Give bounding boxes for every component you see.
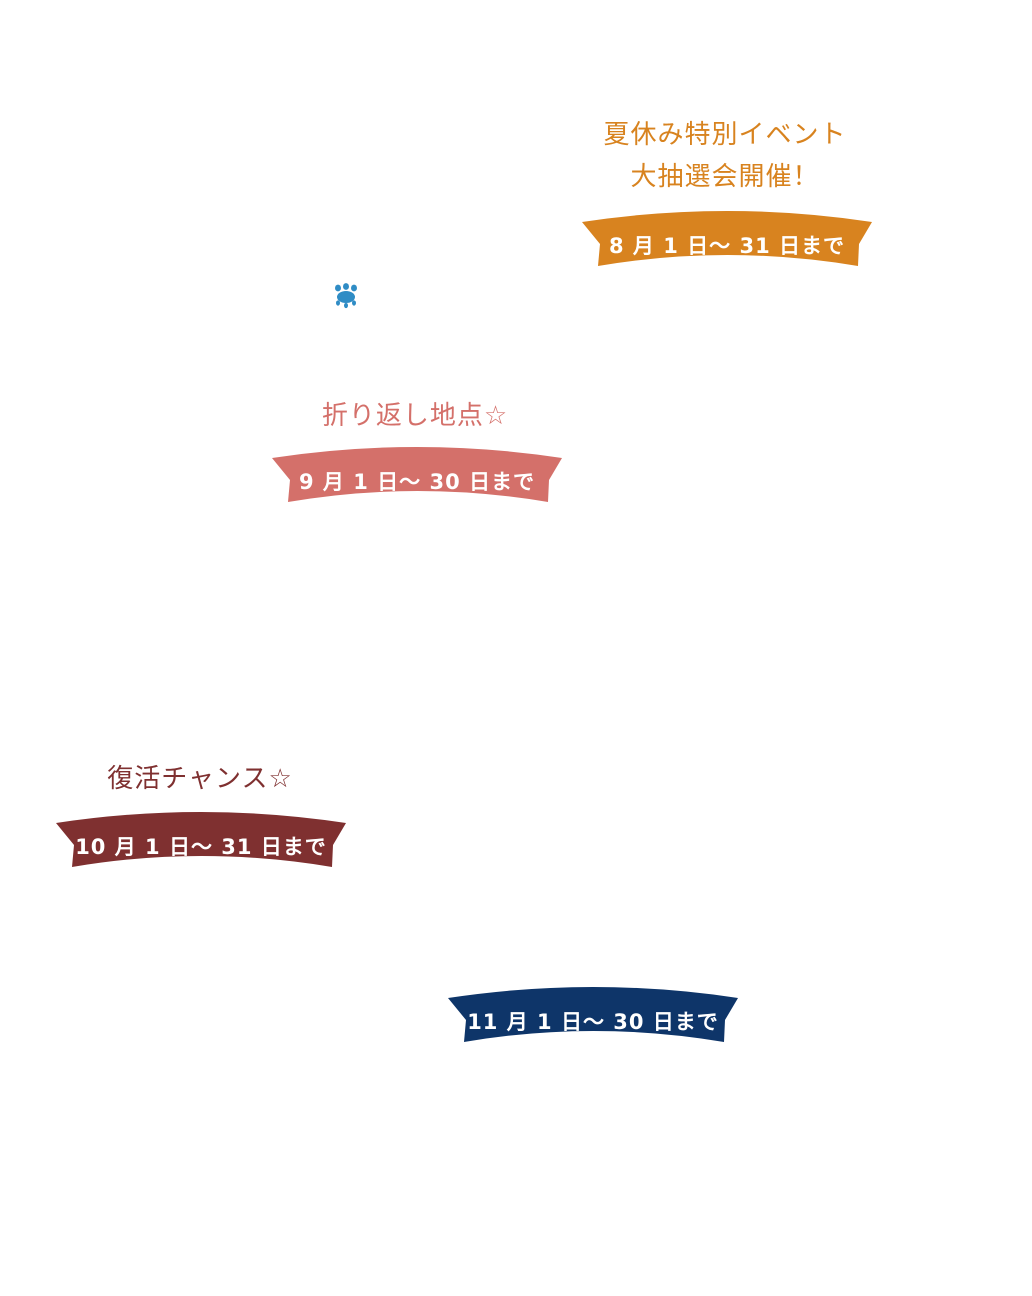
september-date-ribbon: 9 月 1 日〜 30 日まで bbox=[272, 446, 562, 504]
ribbon-shape bbox=[272, 447, 562, 502]
october-date-ribbon: 10 月 1 日〜 31 日まで bbox=[56, 811, 346, 869]
ribbon-shape bbox=[448, 987, 738, 1042]
august-date-label: 8 月 1 日〜 31 日まで bbox=[608, 234, 845, 258]
october-date-label: 10 月 1 日〜 31 日まで bbox=[75, 835, 327, 859]
august-caption-line2: 大抽選会開催！ bbox=[630, 162, 820, 192]
october-caption-text: 復活チャンス☆ bbox=[107, 764, 293, 794]
paw-print-icon bbox=[332, 283, 360, 313]
september-caption-text: 折り返し地点☆ bbox=[321, 401, 509, 431]
november-date-ribbon: 11 月 1 日〜 30 日まで bbox=[448, 986, 738, 1044]
august-caption-line1: 夏休み特別イベント bbox=[603, 120, 847, 150]
ribbon-shape bbox=[582, 211, 872, 266]
august-caption: 夏休み特別イベント 大抽選会開催！ bbox=[560, 114, 890, 198]
november-date-label: 11 月 1 日〜 30 日まで bbox=[467, 1010, 719, 1034]
ribbon-shape bbox=[56, 812, 346, 867]
august-date-ribbon: 8 月 1 日〜 31 日まで bbox=[582, 210, 872, 268]
october-caption: 復活チャンス☆ bbox=[75, 758, 325, 800]
september-caption: 折り返し地点☆ bbox=[290, 395, 540, 437]
september-date-label: 9 月 1 日〜 30 日まで bbox=[298, 470, 535, 494]
